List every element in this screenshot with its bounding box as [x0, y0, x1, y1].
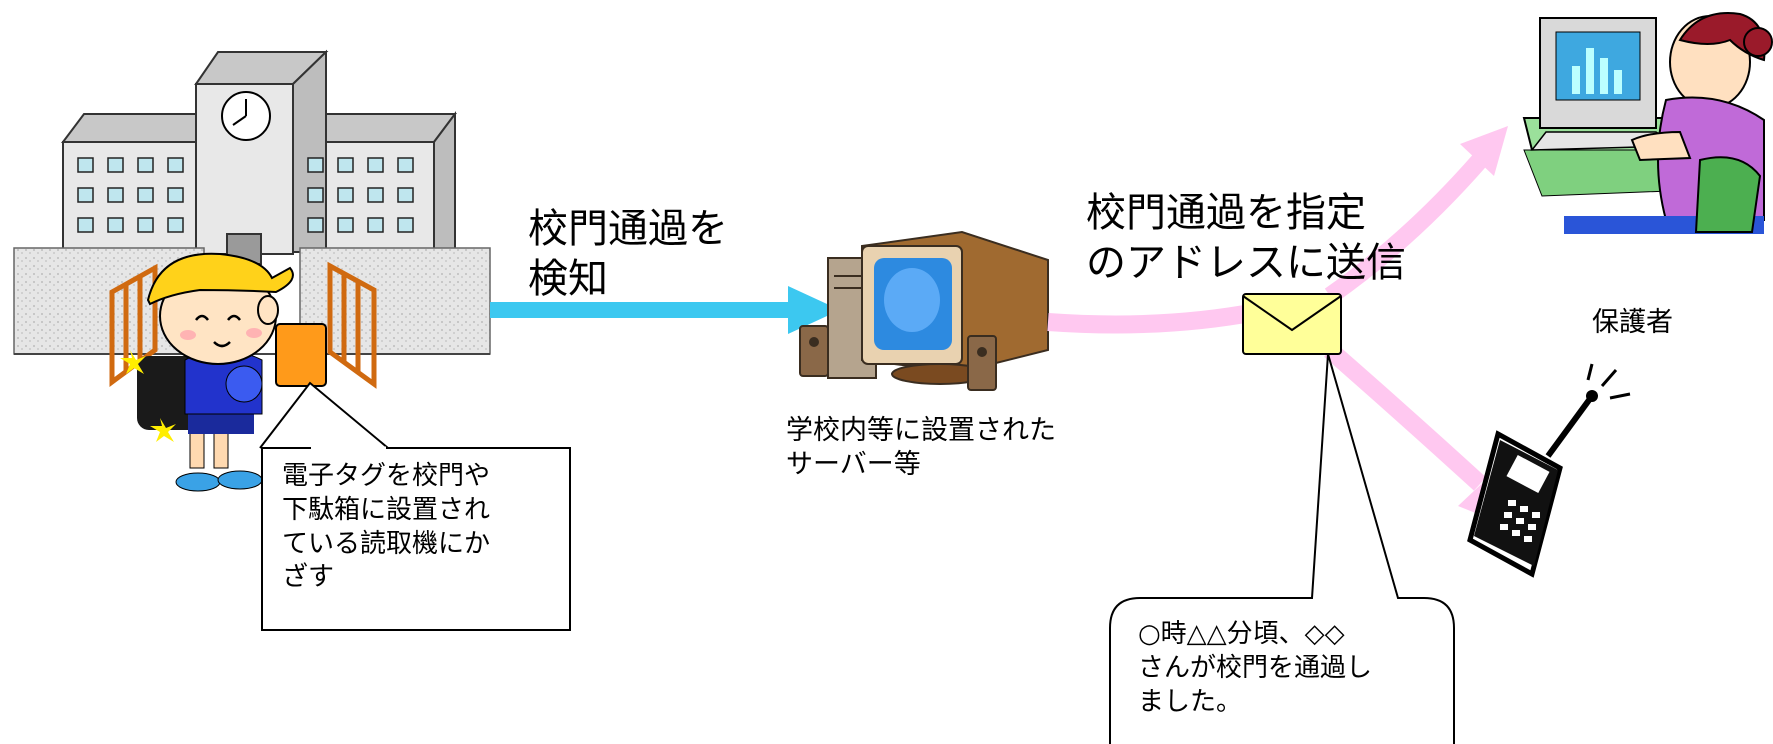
server-computer-icon	[799, 230, 1049, 391]
arrow-head-upper	[1460, 126, 1508, 176]
mobile-phone-icon	[1467, 363, 1631, 578]
tag-callout-box	[259, 381, 571, 631]
school-building-icon	[13, 49, 491, 389]
detect-label: 校門通過を 検知	[528, 206, 728, 302]
guardian-label: 保護者	[1592, 307, 1673, 338]
message-callout-text: ○時△△分頃、◇◇ さんが校門を通過し ました。	[1138, 619, 1373, 717]
desktop-user-icon	[1522, 12, 1773, 234]
send-label: 校門通過を指定 のアドレスに送信	[1086, 190, 1406, 286]
server-label: 学校内等に設置された サーバー等	[786, 415, 1056, 480]
send-arrows	[1047, 154, 1487, 491]
message-callout-box	[1109, 353, 1455, 744]
tag-reader-icon	[275, 323, 327, 387]
detect-arrow	[490, 286, 840, 334]
tag-callout-text: 電子タグを校門や 下駄箱に設置され ている読取機にか ざす	[282, 461, 491, 593]
envelope-icon	[1242, 293, 1342, 355]
child-student-icon	[120, 252, 294, 492]
